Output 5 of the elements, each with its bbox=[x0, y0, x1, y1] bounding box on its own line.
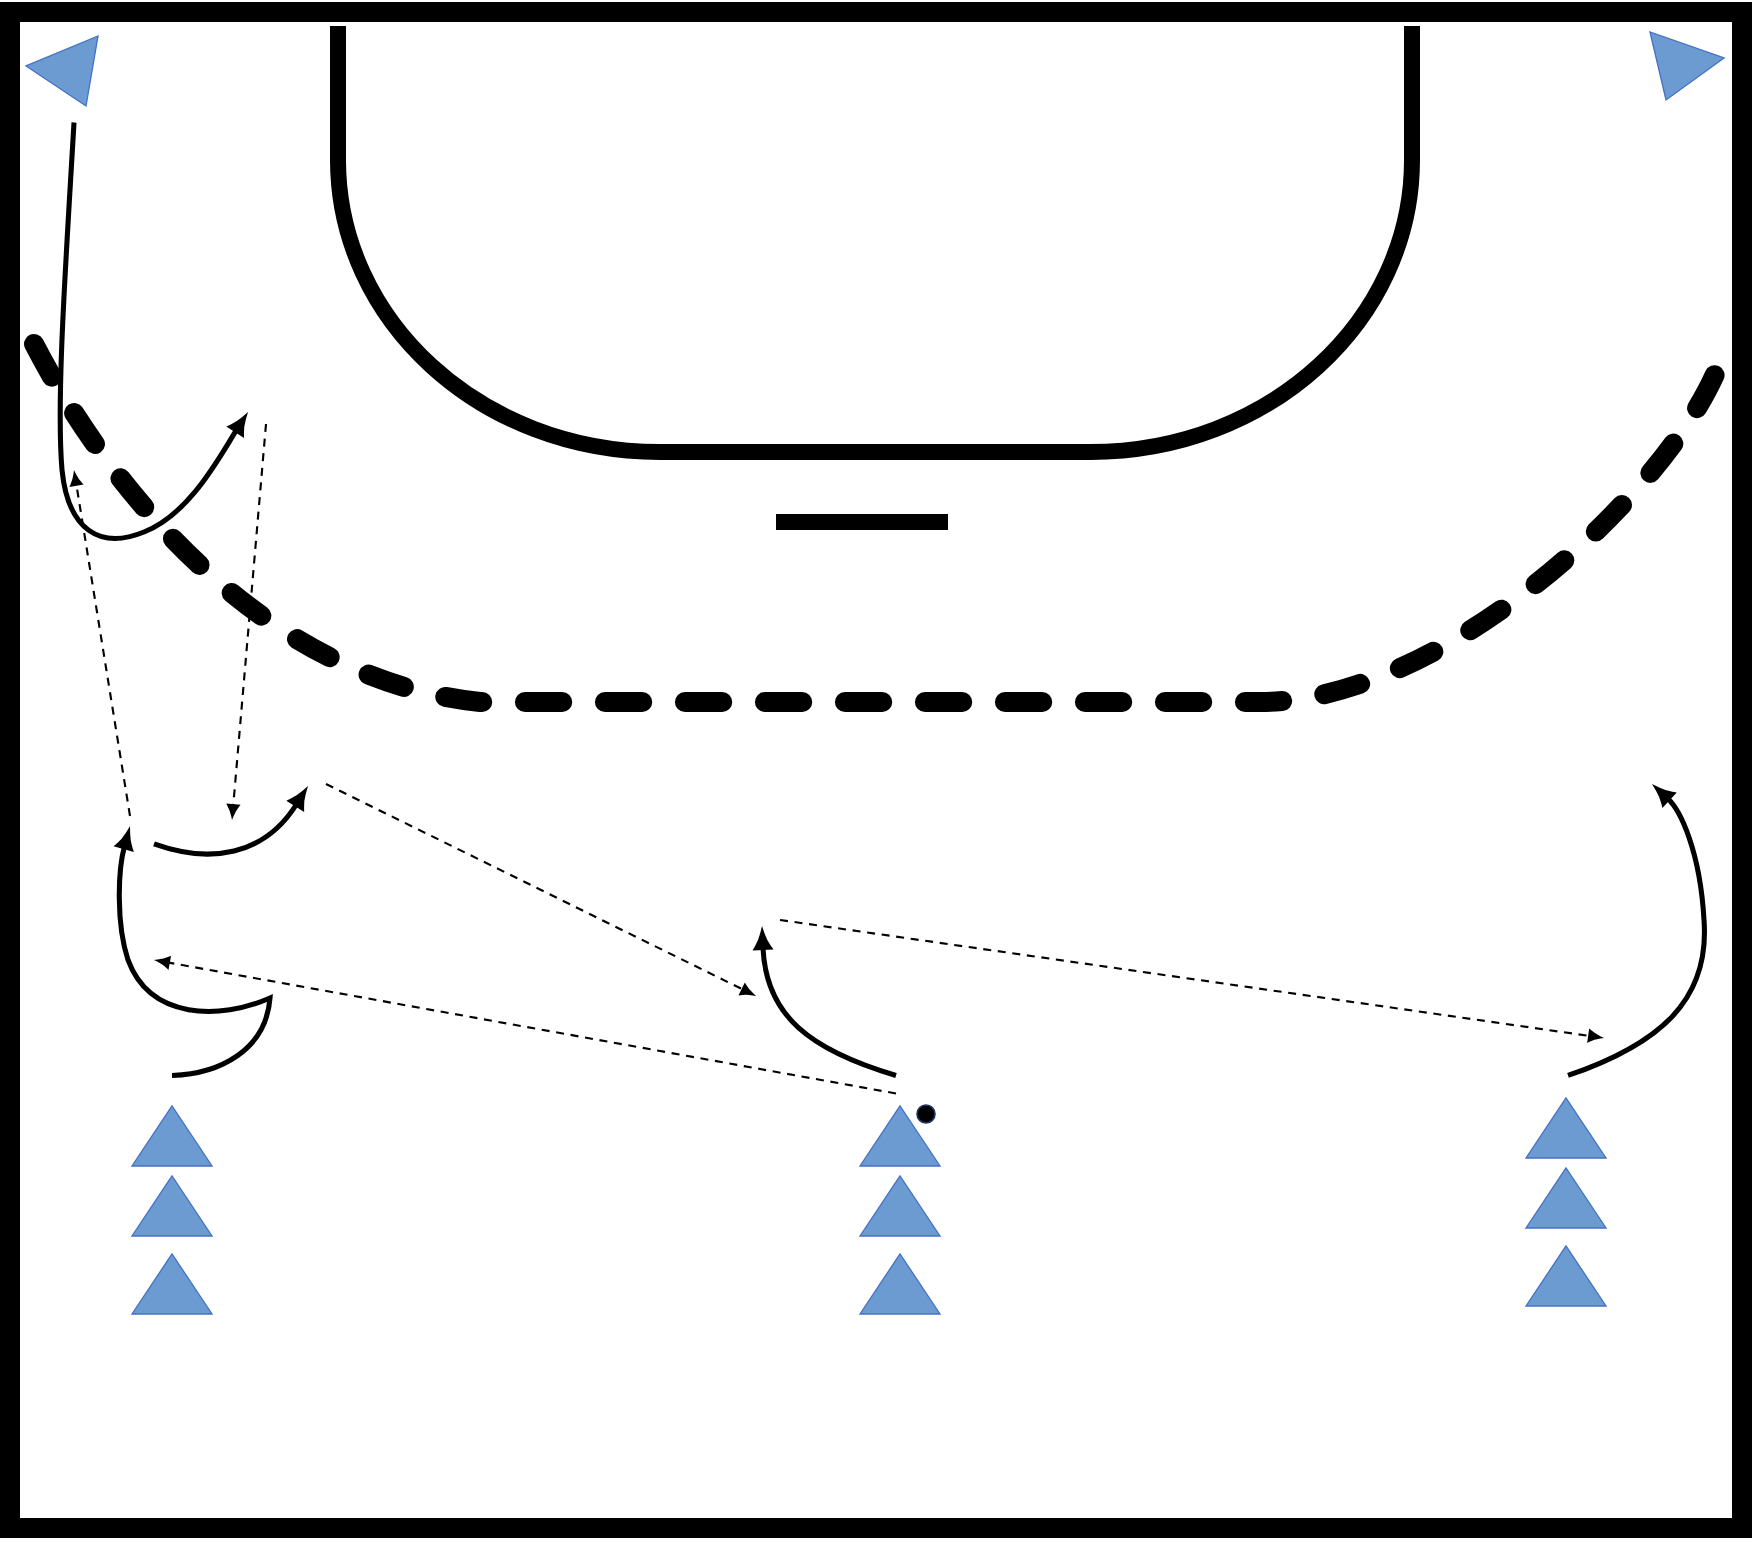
arrow bbox=[1567, 787, 1707, 1078]
arrow bbox=[754, 932, 897, 1078]
dashed-arrow bbox=[156, 956, 897, 1095]
arrow bbox=[116, 831, 273, 1078]
arrow bbox=[57, 122, 246, 541]
